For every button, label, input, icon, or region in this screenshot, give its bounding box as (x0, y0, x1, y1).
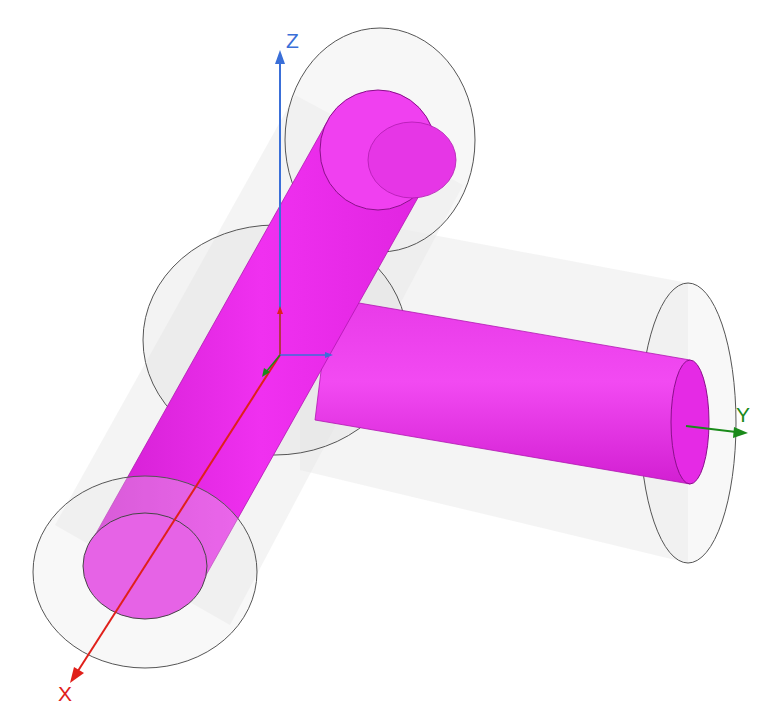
axes (70, 50, 748, 683)
outer-end-cap (33, 476, 257, 668)
axis-label: Z (286, 30, 299, 51)
axis-label: X (58, 683, 72, 704)
axis-label: Y (736, 404, 750, 425)
